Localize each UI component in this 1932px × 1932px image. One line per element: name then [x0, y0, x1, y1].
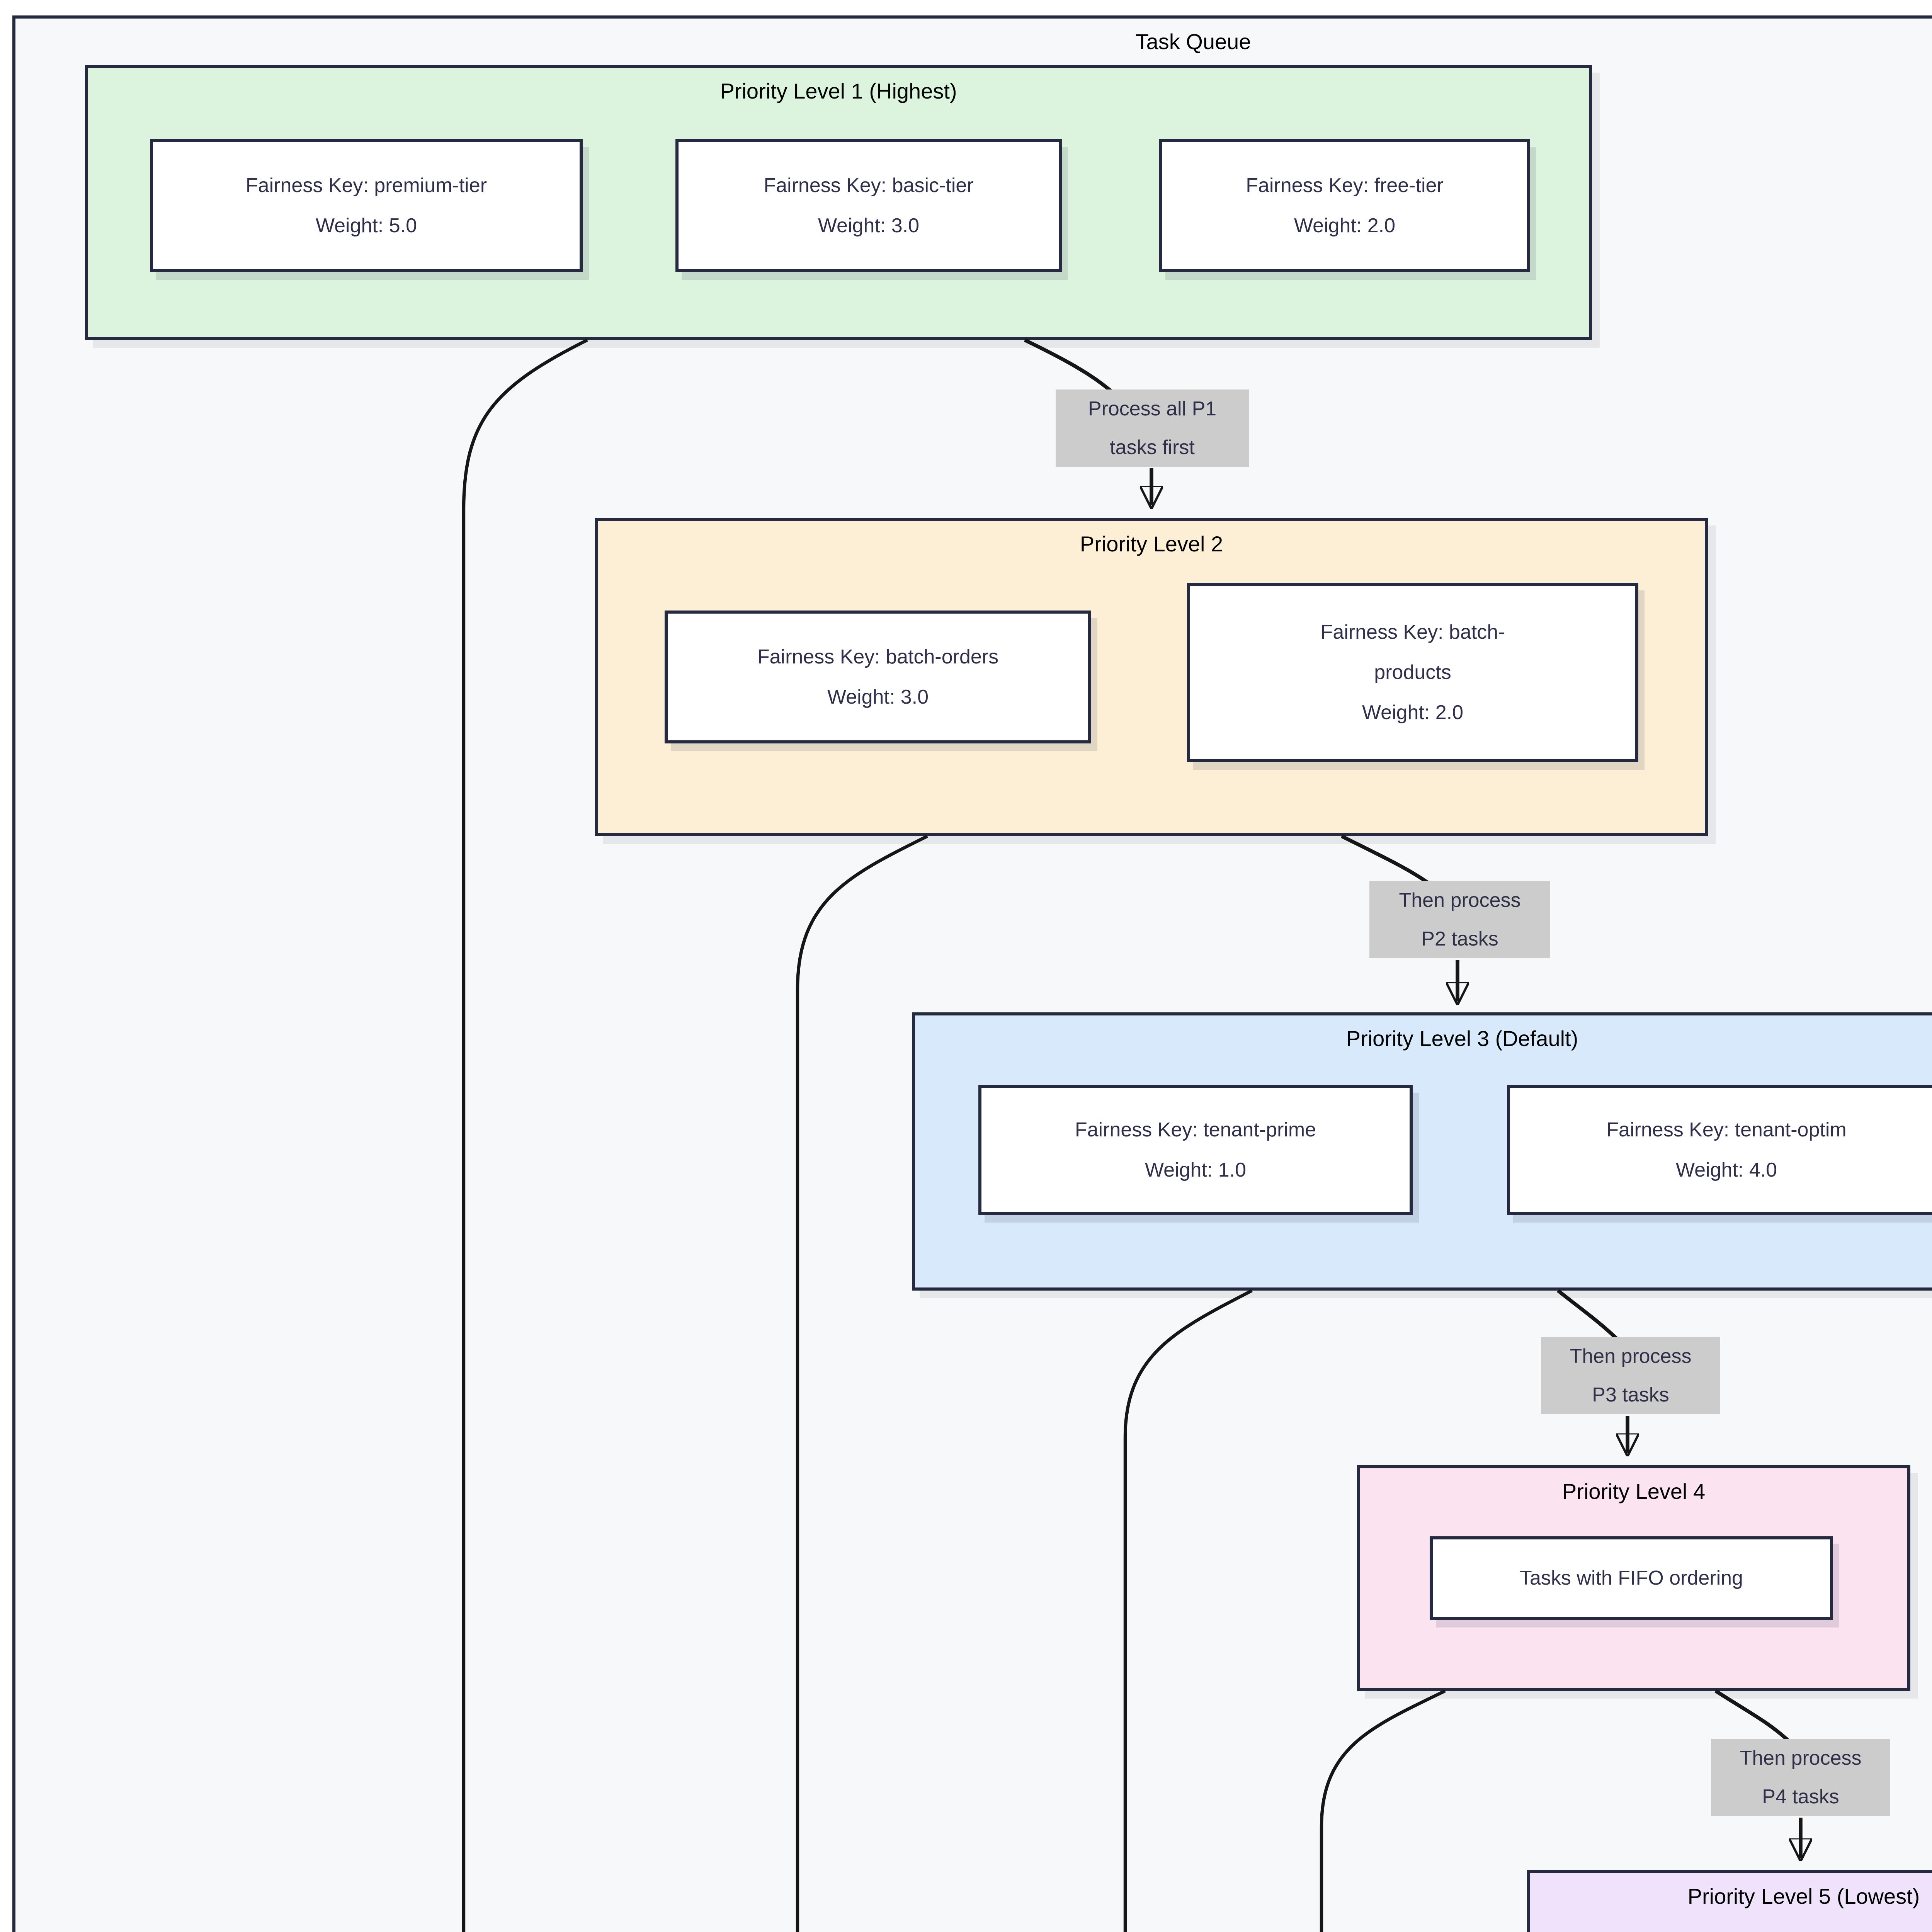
node-tenant-optim-line2: Weight: 4.0 — [1675, 1159, 1777, 1181]
edge-label-p1-p2-line1: Process all P1 — [1088, 398, 1217, 420]
node-tenant-optim: Fairness Key: tenant-optim Weight: 4.0 — [1507, 1085, 1932, 1215]
edge-label-p2-p3: Then process P2 tasks — [1369, 881, 1550, 958]
node-premium-tier: Fairness Key: premium-tier Weight: 5.0 — [150, 139, 583, 272]
node-tenant-prime-line1: Fairness Key: tenant-prime — [1075, 1119, 1316, 1141]
edge-label-p4-p5: Then process P4 tasks — [1711, 1739, 1890, 1816]
cluster-task-queue-title: Task Queue — [1135, 29, 1251, 54]
node-batch-products-line3: Weight: 2.0 — [1362, 701, 1464, 724]
node-free-tier-line2: Weight: 2.0 — [1294, 214, 1396, 237]
edge-label-p1-p2-line2: tasks first — [1110, 436, 1195, 459]
node-premium-tier-line1: Fairness Key: premium-tier — [245, 174, 487, 197]
node-batch-orders: Fairness Key: batch-orders Weight: 3.0 — [665, 611, 1091, 743]
cluster-priority-5-title: Priority Level 5 (Lowest) — [1687, 1884, 1920, 1908]
node-free-tier-line1: Fairness Key: free-tier — [1246, 174, 1444, 197]
node-basic-tier-line1: Fairness Key: basic-tier — [764, 174, 974, 197]
node-premium-tier-line2: Weight: 5.0 — [315, 214, 417, 237]
node-batch-orders-line2: Weight: 3.0 — [827, 686, 929, 708]
edge-label-p3-p4-line1: Then process — [1570, 1345, 1692, 1367]
cluster-priority-2-title: Priority Level 2 — [1080, 532, 1223, 556]
node-batch-products-line1: Fairness Key: batch- — [1320, 621, 1505, 643]
node-basic-tier-line2: Weight: 3.0 — [818, 214, 920, 237]
node-tenant-prime: Fairness Key: tenant-prime Weight: 1.0 — [978, 1085, 1413, 1215]
edge-label-p3-p4: Then process P3 tasks — [1541, 1337, 1720, 1414]
cluster-priority-5: Priority Level 5 (Lowest) — [1527, 1870, 1932, 1932]
edge-label-p2-p3-line1: Then process — [1399, 889, 1521, 912]
node-batch-products-line2: products — [1374, 661, 1451, 684]
node-p4-fifo: Tasks with FIFO ordering — [1430, 1536, 1833, 1620]
cluster-priority-1-title: Priority Level 1 (Highest) — [720, 79, 957, 103]
node-free-tier: Fairness Key: free-tier Weight: 2.0 — [1159, 139, 1530, 272]
edge-label-p1-p2: Process all P1 tasks first — [1056, 389, 1249, 467]
node-batch-products: Fairness Key: batch- products Weight: 2.… — [1187, 583, 1638, 762]
edge-label-p3-p4-line2: P3 tasks — [1592, 1384, 1669, 1406]
cluster-priority-4-title: Priority Level 4 — [1562, 1479, 1706, 1503]
edge-label-p4-p5-line1: Then process — [1740, 1747, 1862, 1769]
node-basic-tier: Fairness Key: basic-tier Weight: 3.0 — [675, 139, 1062, 272]
edge-label-p4-p5-line2: P4 tasks — [1762, 1786, 1839, 1808]
node-p4-fifo-line1: Tasks with FIFO ordering — [1520, 1567, 1743, 1589]
edge-label-p2-p3-line2: P2 tasks — [1421, 928, 1498, 950]
node-tenant-optim-line1: Fairness Key: tenant-optim — [1606, 1119, 1847, 1141]
cluster-priority-3-title: Priority Level 3 (Default) — [1346, 1026, 1578, 1051]
node-batch-orders-line1: Fairness Key: batch-orders — [757, 646, 999, 668]
node-tenant-prime-line2: Weight: 1.0 — [1145, 1159, 1247, 1181]
